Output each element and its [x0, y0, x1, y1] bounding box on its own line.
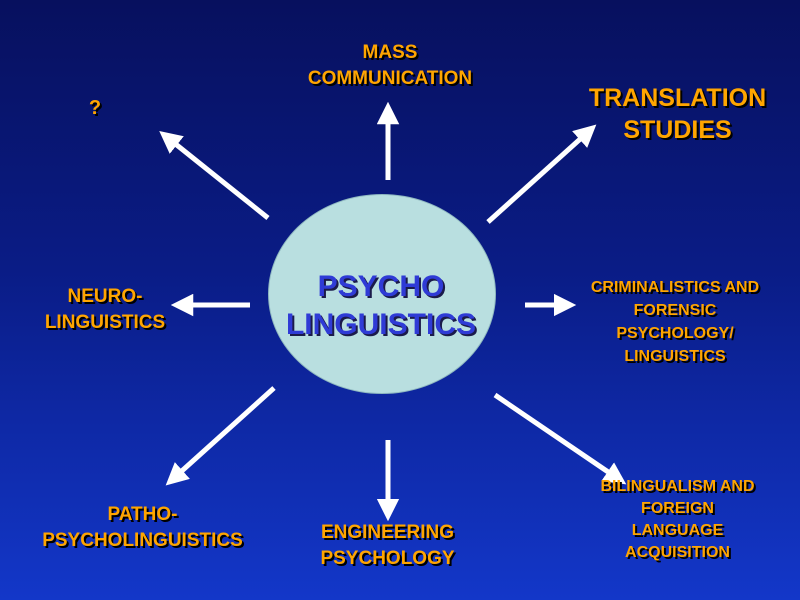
- node-criminalistics: CRIMINALISTICS AND FORENSIC PSYCHOLOGY/ …: [590, 279, 760, 365]
- arrow-up-left: [159, 130, 270, 220]
- arrow-down-right: [493, 392, 627, 485]
- center-circle: [268, 194, 496, 394]
- node-question: ?: [88, 97, 102, 119]
- node-patho-psycholinguistics: PATHO- PSYCHOLINGUISTICS: [42, 504, 243, 551]
- arrow-down-left: [165, 386, 276, 486]
- arrow-up-right: [486, 124, 597, 224]
- node-mass-communication: MASS COMMUNICATION: [307, 42, 473, 89]
- center-label: PSYCHO LINGUISTICS: [285, 270, 476, 341]
- node-engineering-psychology: ENGINEERING PSYCHOLOGY: [320, 522, 455, 569]
- node-neuro-linguistics: NEURO- LINGUISTICS: [44, 286, 166, 333]
- node-bilingualism: BILINGUALISM AND FOREIGN LANGUAGE ACQUIS…: [600, 478, 755, 561]
- node-translation-studies: TRANSLATION STUDIES: [588, 84, 767, 144]
